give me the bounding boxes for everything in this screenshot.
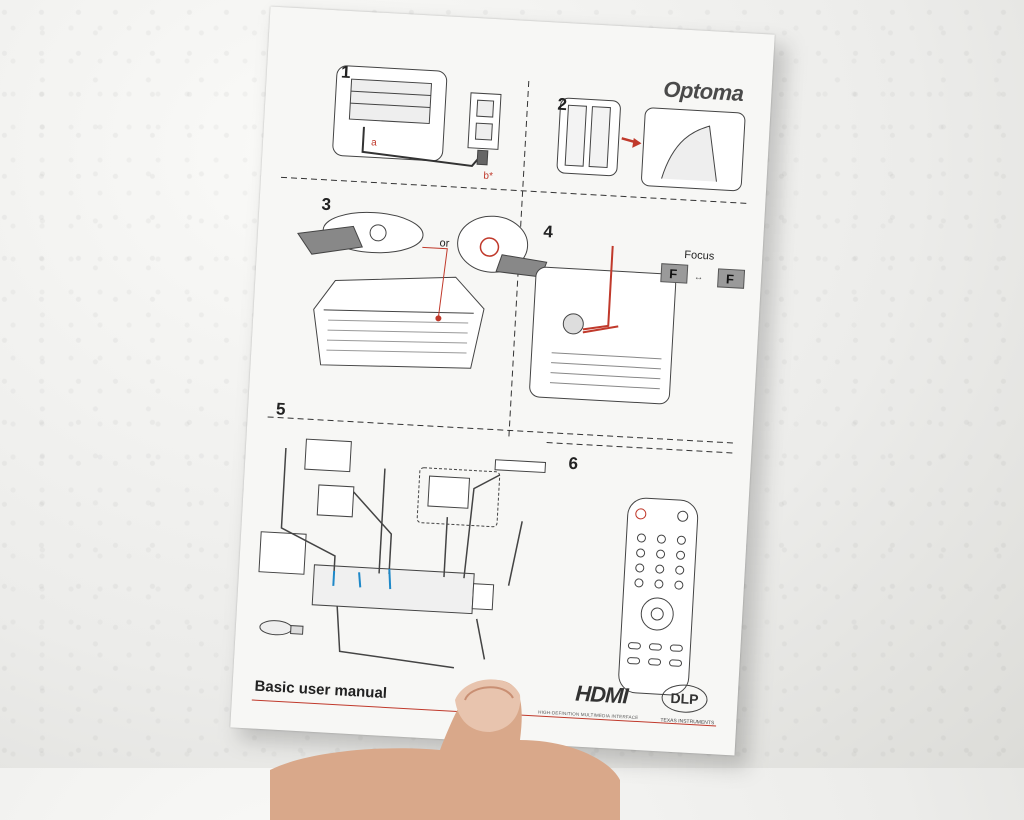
step-number-1: 1 — [340, 62, 351, 83]
step4-illustration — [529, 245, 677, 405]
hdmi-logo: HDMI — [574, 680, 629, 709]
step-number-6: 6 — [567, 453, 579, 474]
step3-or-label: or — [439, 237, 450, 250]
manual-sheet: a b* or — [230, 6, 775, 756]
step-number-4: 4 — [542, 222, 554, 242]
focus-label: Focus — [684, 249, 715, 263]
step1-label-a: a — [371, 137, 378, 148]
step6-illustration — [618, 497, 699, 696]
step-number-2: 2 — [557, 94, 568, 115]
step-number-3: 3 — [321, 194, 332, 215]
step2-illustration — [556, 97, 746, 192]
step3-illustration — [297, 211, 548, 369]
focus-f-right: F — [726, 271, 735, 286]
step5-illustration — [258, 438, 547, 669]
step-number-5: 5 — [275, 399, 287, 419]
svg-text:↔: ↔ — [694, 272, 704, 282]
step1-label-b: b* — [483, 171, 493, 183]
manual-illustrations: a b* or — [258, 65, 751, 696]
focus-f-left: F — [669, 266, 678, 281]
step1-illustration — [332, 65, 502, 168]
optoma-logo: Optoma — [662, 76, 745, 106]
